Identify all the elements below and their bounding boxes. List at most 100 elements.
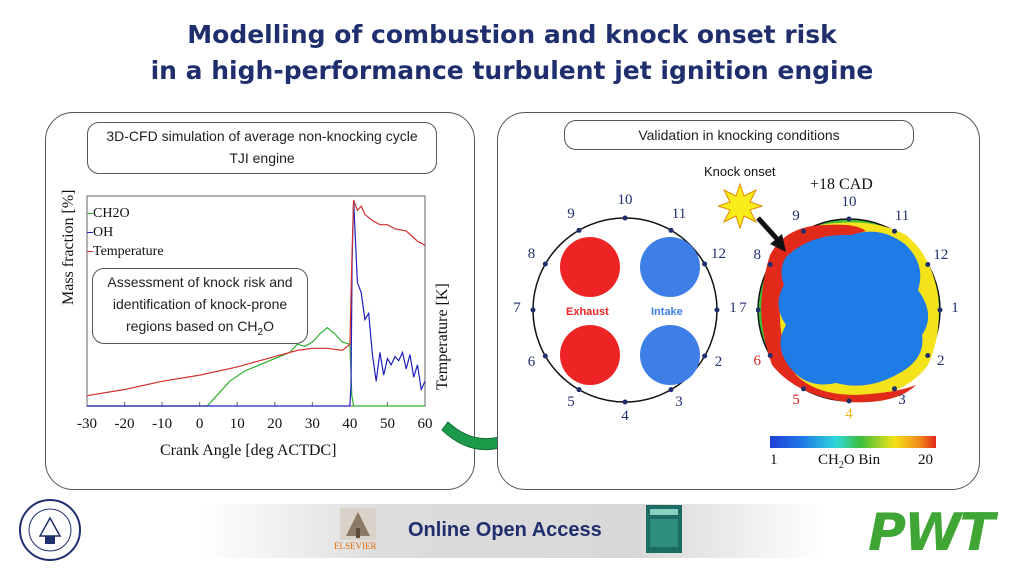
probe-dot bbox=[576, 227, 582, 233]
clock-label-10: 10 bbox=[841, 194, 857, 210]
exhaust-valve-bottom bbox=[560, 325, 620, 385]
clock-label-12: 12 bbox=[711, 246, 727, 262]
assessment-line3-text: regions based on CH bbox=[126, 318, 258, 334]
legend-ch2o-label: CH2O bbox=[93, 206, 130, 221]
y-axis-right-label: Temperature [K] bbox=[434, 283, 451, 390]
colorbar-label-pre: CH bbox=[818, 452, 839, 468]
x-tick-label: 0 bbox=[196, 416, 204, 432]
simulation-box-line2: TJI engine bbox=[229, 150, 295, 166]
probe-dot bbox=[801, 386, 806, 392]
probe-dot bbox=[925, 262, 931, 267]
x-tick-label: 40 bbox=[342, 416, 357, 432]
pwt-logo[interactable]: PWT bbox=[868, 503, 995, 563]
series-temperature-line bbox=[86, 199, 426, 397]
x-tick-label: 30 bbox=[305, 416, 320, 432]
probe-dot bbox=[668, 387, 674, 393]
cad-label: +18 CAD bbox=[810, 176, 873, 193]
clock-label-6: 6 bbox=[527, 354, 536, 370]
x-tick-label: -30 bbox=[77, 416, 97, 432]
x-tick-label: 50 bbox=[380, 416, 395, 432]
colorbar-max: 20 bbox=[918, 452, 933, 468]
clock-label-4: 4 bbox=[845, 406, 853, 422]
probe-dot bbox=[668, 227, 674, 233]
colorbar-label-post: O Bin bbox=[843, 452, 881, 468]
exhaust-label: Exhaust bbox=[566, 306, 609, 318]
x-tick-label: -20 bbox=[115, 416, 135, 432]
probe-dot bbox=[892, 386, 897, 392]
journal-cover-icon bbox=[646, 505, 682, 553]
legend-temperature-swatch bbox=[87, 251, 93, 252]
probe-dot bbox=[892, 228, 897, 234]
assessment-line1: Assessment of knock risk and bbox=[107, 274, 293, 290]
colorbar-min: 1 bbox=[770, 452, 778, 468]
knock-onset-label: Knock onset bbox=[704, 164, 776, 179]
probe-dot bbox=[714, 307, 720, 313]
probe-dot bbox=[702, 261, 708, 267]
probe-dot bbox=[767, 353, 773, 358]
legend-temperature-label: Temperature bbox=[93, 244, 164, 259]
chart-ticks: -30 -20 -10 0 10 20 30 40 50 60 bbox=[77, 402, 433, 432]
clock-label-3: 3 bbox=[675, 393, 683, 410]
knock-arrow-shaft bbox=[756, 216, 780, 242]
clock-label-10: 10 bbox=[617, 192, 633, 208]
simulation-box-line1: 3D-CFD simulation of average non-knockin… bbox=[106, 128, 418, 144]
clock-label-9: 9 bbox=[792, 208, 800, 225]
probe-dot bbox=[530, 307, 536, 313]
colorbar-gradient bbox=[770, 436, 936, 448]
probe-dot bbox=[622, 215, 628, 221]
schematic-probe-dots bbox=[530, 215, 720, 405]
x-tick-label: -10 bbox=[152, 416, 172, 432]
chart-series bbox=[86, 199, 426, 407]
clock-label-4: 4 bbox=[621, 408, 629, 424]
contour-probe-dots bbox=[756, 216, 943, 404]
footer-band bbox=[200, 504, 824, 558]
knock-assessment-box: Assessment of knock risk and identificat… bbox=[92, 268, 308, 344]
ch2o-colorbar bbox=[770, 436, 936, 448]
engine-schematic bbox=[530, 215, 720, 405]
intake-label: Intake bbox=[651, 306, 683, 318]
assessment-line3: regions based on CH2O bbox=[93, 315, 307, 344]
chart-legend: CH2O OH Temperature bbox=[87, 204, 187, 261]
x-axis-label: Crank Angle [deg ACTDC] bbox=[160, 442, 337, 459]
clock-label-7: 7 bbox=[739, 300, 747, 316]
probe-dot bbox=[576, 387, 582, 393]
clock-label-1: 1 bbox=[729, 300, 737, 316]
clock-label-8: 8 bbox=[753, 247, 761, 263]
probe-dot bbox=[925, 353, 931, 358]
colorbar-label: CH2O Bin bbox=[818, 452, 880, 471]
contour-blue-zone bbox=[778, 231, 929, 386]
x-tick-label: 20 bbox=[267, 416, 282, 432]
y-axis-left-label: Mass fraction [%] bbox=[60, 189, 77, 305]
knock-burst-icon bbox=[718, 182, 786, 252]
clock-label-6: 6 bbox=[753, 353, 761, 369]
colorbar-label-sub: 2 bbox=[838, 460, 844, 471]
elsevier-logo bbox=[340, 508, 376, 540]
clock-label-2: 2 bbox=[714, 354, 723, 370]
probe-dot bbox=[702, 353, 708, 359]
clock-label-3: 3 bbox=[898, 391, 906, 408]
exhaust-valve-top bbox=[560, 237, 620, 297]
legend-oh: OH bbox=[87, 223, 187, 242]
x-tick-label: 10 bbox=[230, 416, 245, 432]
clock-label-7: 7 bbox=[513, 300, 521, 316]
probe-dot bbox=[767, 262, 773, 267]
university-seal bbox=[19, 499, 81, 561]
legend-oh-swatch bbox=[87, 232, 93, 233]
probe-dot bbox=[622, 399, 628, 405]
x-tick-label: 60 bbox=[418, 416, 433, 432]
clock-label-11: 11 bbox=[894, 208, 910, 225]
clock-label-1: 1 bbox=[951, 300, 959, 316]
probe-dot bbox=[846, 216, 852, 222]
series-ch2o-line bbox=[87, 326, 425, 407]
clock-label-5: 5 bbox=[792, 391, 800, 408]
clock-label-2: 2 bbox=[937, 353, 945, 369]
probe-dot bbox=[801, 228, 806, 234]
legend-temperature: Temperature bbox=[87, 242, 187, 261]
burst-star-shape bbox=[718, 182, 764, 230]
clock-label-9: 9 bbox=[567, 206, 575, 223]
validation-box: Validation in knocking conditions bbox=[564, 120, 914, 150]
assessment-line3-sub: 2 bbox=[257, 326, 264, 338]
intake-valve-top bbox=[640, 237, 700, 297]
legend-ch2o: CH2O bbox=[87, 204, 187, 223]
clock-label-11: 11 bbox=[671, 206, 687, 223]
